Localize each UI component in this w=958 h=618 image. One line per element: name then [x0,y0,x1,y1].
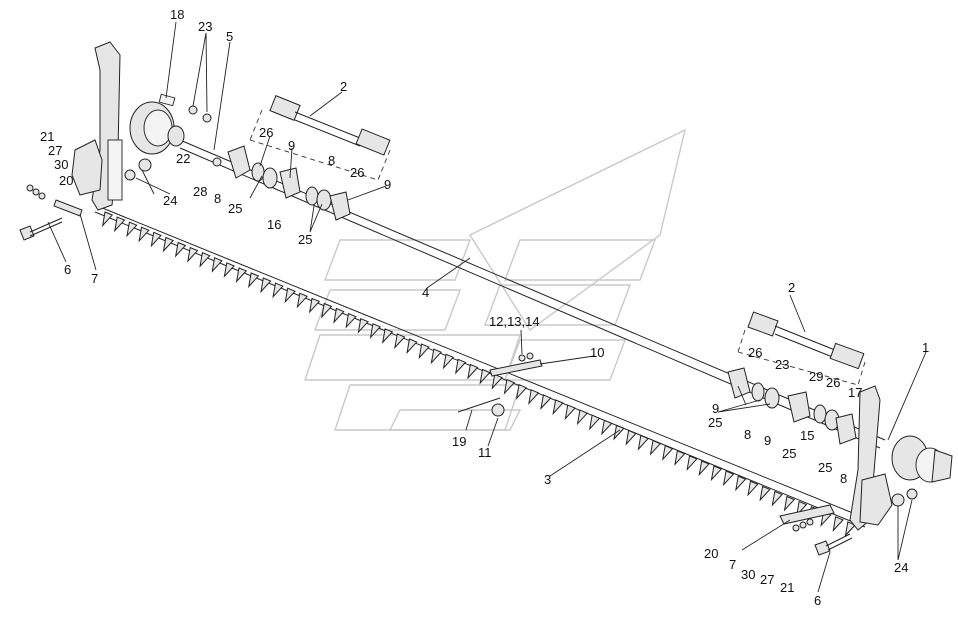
callout-7-left: 7 [91,271,98,286]
callout-9-right-a: 9 [712,401,719,416]
callout-2-upper: 2 [340,79,347,94]
callout-25-right-a: 25 [708,415,722,430]
callout-9-upper-right: 9 [384,177,391,192]
callout-25-right-b: 25 [782,446,796,461]
callout-3: 3 [544,472,551,487]
callout-10: 10 [590,345,604,360]
callout-24-right: 24 [894,560,908,575]
callout-27-left: 27 [48,143,62,158]
callout-4: 4 [422,285,429,300]
right-bearings [727,367,857,445]
callout-15: 15 [800,428,814,443]
callout-9-right-b: 9 [764,433,771,448]
callout-27-right: 27 [760,572,774,587]
callout-25-left: 25 [228,201,242,216]
callout-8-right-b: 8 [840,471,847,486]
callout-23-right: 23 [775,357,789,372]
callout-12-13-14: 12,13,14 [489,314,540,329]
callout-1: 1 [922,340,929,355]
callout-29: 29 [809,369,823,384]
callout-11: 11 [478,445,492,460]
callout-5: 5 [226,29,233,44]
cutter-bar [94,204,871,537]
callout-8-left: 8 [214,191,221,206]
callout-26-upper-left: 26 [259,125,273,140]
callout-17: 17 [848,385,862,400]
callout-26-right-a: 26 [748,345,762,360]
small-parts [19,184,853,556]
right-frame-arm [849,385,893,531]
callout-9-upper-left: 9 [288,138,295,153]
callout-25-mid: 25 [298,232,312,247]
callout-21-right: 21 [780,580,794,595]
callout-6-right: 6 [814,593,821,608]
callout-22: 22 [176,151,190,166]
callout-labels: 18 23 5 2 21 27 30 20 26 9 8 22 26 9 28 … [40,7,929,608]
right-drive-unit [891,435,953,507]
callout-30-right: 30 [741,567,755,582]
callout-28: 28 [193,184,207,199]
callout-30-left: 30 [54,157,68,172]
callout-24-left: 24 [163,193,177,208]
callout-20-left: 20 [59,173,73,188]
callout-21-left: 21 [40,129,54,144]
callout-2-right: 2 [788,280,795,295]
left-bearings [227,145,351,221]
callout-19: 19 [452,434,466,449]
callout-16: 16 [267,217,281,232]
callout-25-right-c: 25 [818,460,832,475]
left-frame-arm [71,41,123,211]
callout-26-right-b: 26 [826,375,840,390]
leader-lines [47,21,927,593]
upper-pto-shaft [249,95,391,181]
callout-23-left: 23 [198,19,212,34]
callout-26-upper-mid: 26 [350,165,364,180]
callout-8-upper-left: 8 [328,153,335,168]
right-pto-shaft [737,311,866,386]
callout-7-right: 7 [729,557,736,572]
callout-6-left: 6 [64,262,71,277]
callout-20-right: 20 [704,546,718,561]
left-drive-unit [124,93,222,181]
callout-8-right-a: 8 [744,427,751,442]
callout-18: 18 [170,7,184,22]
